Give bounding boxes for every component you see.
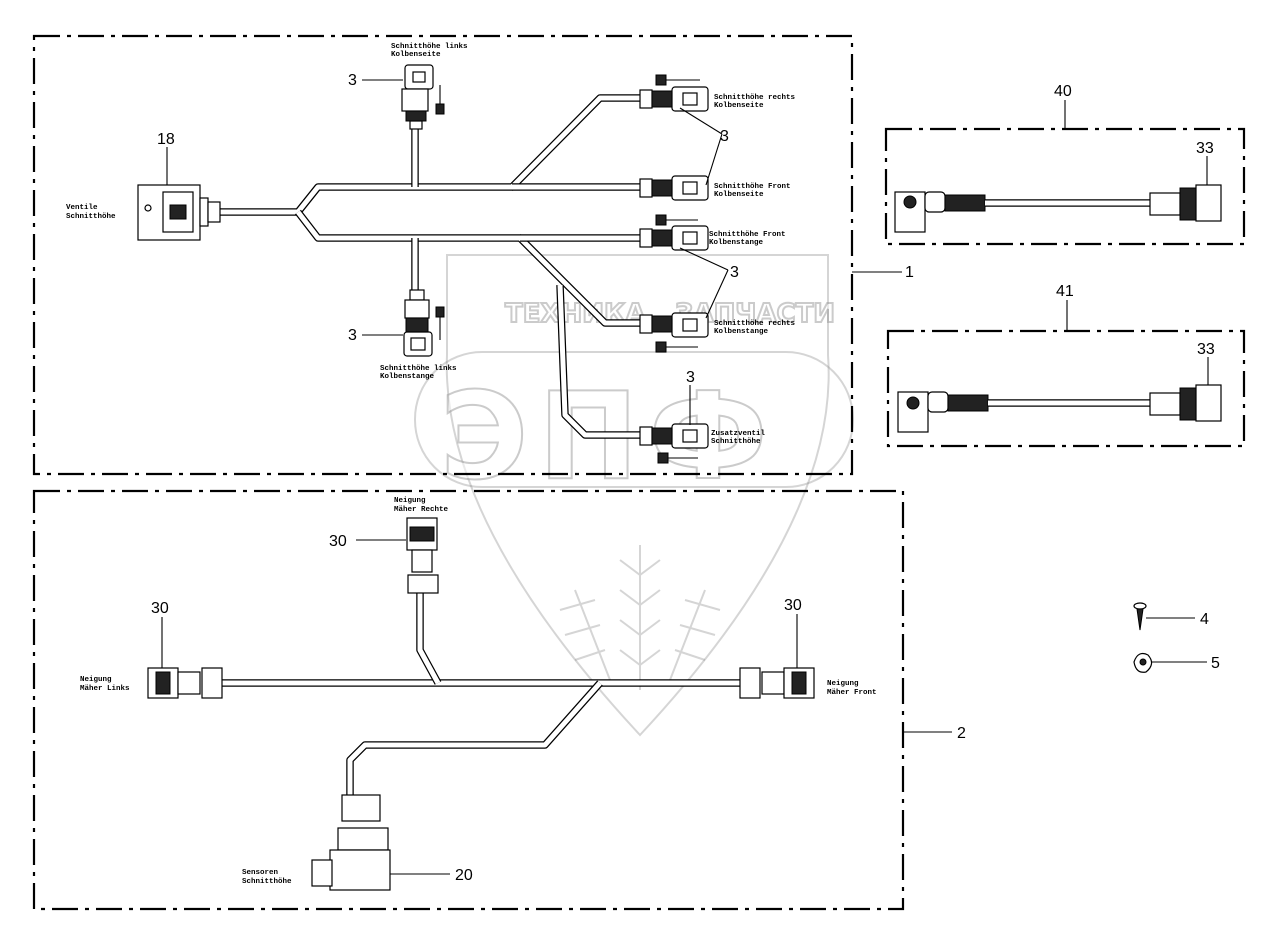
label-links-kolbenstange-1: Schnitthöhe links — [380, 365, 457, 373]
screw-part-4 — [1133, 602, 1147, 631]
callout-3-links-kolbenseite: 3 — [348, 72, 357, 89]
label-rechts-kolbenstange-1: Schnitthöhe rechts — [714, 320, 796, 328]
connector-rechts-kolbenstange — [639, 312, 709, 353]
callout-18: 18 — [157, 131, 175, 148]
label-neigung-front-2: Mäher Front — [827, 689, 877, 697]
connector-links-kolbenstange — [403, 289, 445, 357]
label-sensoren-2: Schnitthöhe — [242, 878, 292, 886]
frame-harness-1 — [32, 34, 854, 476]
callout-30-front: 30 — [784, 597, 802, 614]
label-neigung-links-2: Mäher Links — [80, 685, 130, 693]
label-links-kolbenseite-2: Kolbenseite — [391, 51, 441, 59]
callout-numbers: 18 3 3 3 3 3 1 40 33 41 33 30 30 30 4 5 … — [151, 72, 1220, 884]
clip-part-5 — [1133, 652, 1153, 673]
frame-cable-40 — [884, 127, 1246, 246]
valve-connector-18 — [137, 184, 221, 241]
label-zusatz-1: Zusatzventil — [711, 430, 766, 438]
label-front-kolbenstange-1: Schnitthöhe Front — [709, 231, 786, 239]
label-front-kolbenstange-2: Kolbenstange — [709, 239, 764, 247]
label-neigung-rechts-1: Neigung — [394, 497, 426, 505]
watermark-text-right: ЗАПЧАСТИ — [675, 299, 835, 329]
label-front-kolbenseite-1: Schnitthöhe Front — [714, 183, 791, 191]
callout-3-links-kolbenstange: 3 — [348, 327, 357, 344]
connector-neigung-rechts — [406, 517, 439, 594]
callout-5: 5 — [1211, 655, 1220, 672]
label-links-kolbenstange-2: Kolbenstange — [380, 373, 435, 381]
label-ventile-1: Ventile — [66, 204, 98, 212]
connector-front-kolbenseite — [639, 175, 709, 201]
label-front-kolbenseite-2: Kolbenseite — [714, 191, 764, 199]
harness-1-cables — [215, 94, 640, 439]
callout-30-rechts: 30 — [329, 533, 347, 550]
cable-40 — [894, 184, 1222, 233]
component-labels: Ventile Schnitthöhe Schnitthöhe links Ko… — [66, 43, 877, 886]
callout-33-b: 33 — [1197, 341, 1215, 358]
connector-neigung-front — [739, 667, 815, 699]
connector-front-kolbenstange — [639, 214, 709, 251]
callout-2: 2 — [957, 725, 966, 742]
cable-41 — [897, 384, 1222, 433]
callout-4: 4 — [1200, 611, 1209, 628]
callout-41: 41 — [1056, 283, 1074, 300]
callout-33-a: 33 — [1196, 140, 1214, 157]
label-rechts-kolbenseite-2: Kolbenseite — [714, 102, 764, 110]
callout-3-zusatz: 3 — [686, 369, 695, 386]
connectors-part-30 — [147, 517, 815, 699]
callout-3-kolbenseite: 3 — [720, 128, 729, 145]
callout-1: 1 — [905, 264, 914, 281]
harness-2-cables — [215, 590, 745, 795]
label-zusatz-2: Schnitthöhe — [711, 438, 761, 446]
label-sensoren-1: Sensoren — [242, 869, 279, 877]
label-links-kolbenseite-1: Schnitthöhe links — [391, 43, 468, 51]
callout-40: 40 — [1054, 83, 1072, 100]
connector-neigung-links — [147, 667, 223, 699]
connectors-part-3 — [401, 64, 709, 464]
frame-harness-2 — [32, 489, 905, 911]
connector-rechts-kolbenseite — [639, 74, 709, 112]
connector-zusatzventil — [639, 423, 709, 464]
label-neigung-front-1: Neigung — [827, 680, 859, 688]
frame-cable-41 — [886, 329, 1246, 448]
label-rechts-kolbenseite-1: Schnitthöhe rechts — [714, 94, 796, 102]
connector-links-kolbenseite — [401, 64, 445, 130]
label-ventile-2: Schnitthöhe — [66, 213, 116, 221]
label-neigung-links-1: Neigung — [80, 676, 112, 684]
callout-3-kolbenstange: 3 — [730, 264, 739, 281]
sensor-connector-20 — [311, 794, 391, 891]
leader-lines — [161, 79, 1209, 875]
callout-30-links: 30 — [151, 600, 169, 617]
label-neigung-rechts-2: Mäher Rechte — [394, 506, 449, 514]
callout-20: 20 — [455, 867, 473, 884]
label-rechts-kolbenstange-2: Kolbenstange — [714, 328, 769, 336]
wheat-logo — [559, 545, 721, 690]
